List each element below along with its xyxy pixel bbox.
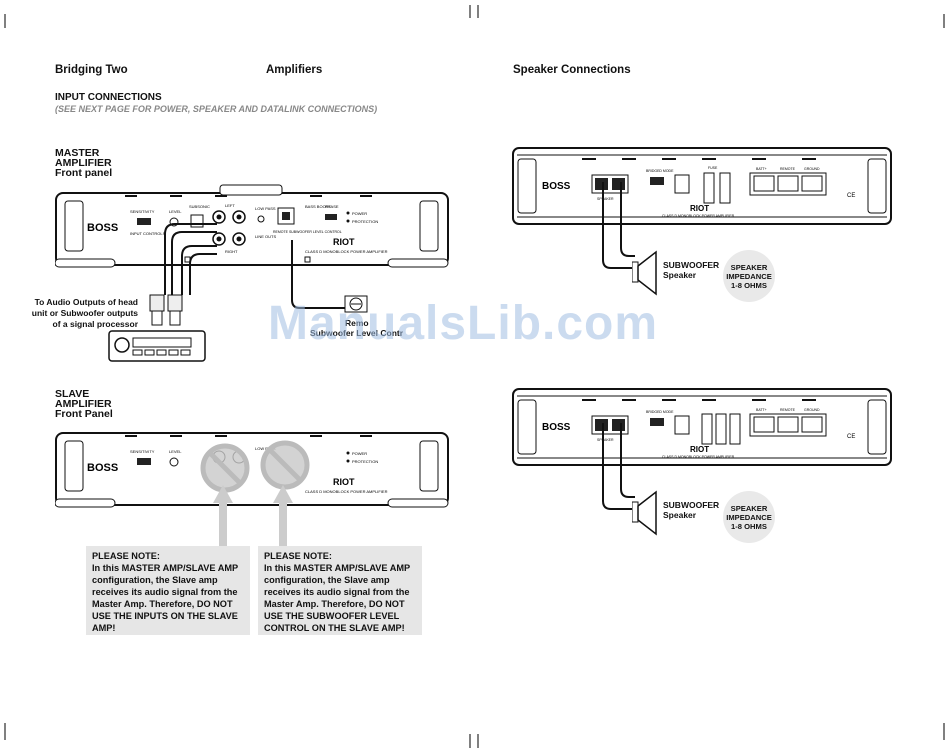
svg-text:BRIDGED MODE: BRIDGED MODE: [646, 410, 674, 414]
remote-label: Remo: [345, 318, 369, 328]
speaker-wiring-bottom: [602, 423, 635, 510]
svg-text:CLASS D MONOBLOCK POWER AMPLIF: CLASS D MONOBLOCK POWER AMPLIFIER: [305, 249, 388, 254]
svg-text:CE: CE: [847, 193, 855, 199]
head-unit: [108, 330, 206, 362]
svg-text:CLASS D MONOBLOCK POWER AMPLIF: CLASS D MONOBLOCK POWER AMPLIFIER: [305, 489, 388, 494]
svg-text:BATT+: BATT+: [756, 167, 767, 171]
svg-text:RIOT: RIOT: [690, 204, 709, 213]
svg-text:LINE OUTS: LINE OUTS: [255, 234, 276, 239]
title-amplifiers: Amplifiers: [266, 64, 323, 76]
svg-text:LEFT: LEFT: [225, 203, 235, 208]
note-slave-level-control: PLEASE NOTE:In this MASTER AMP/SLAVE AMP…: [258, 546, 422, 635]
title-speaker-connections: Speaker Connections: [513, 64, 631, 76]
svg-text:SENSITIVITY: SENSITIVITY: [130, 449, 155, 454]
svg-text:RIOT: RIOT: [333, 477, 355, 487]
svg-text:BASS BOOST: BASS BOOST: [305, 204, 331, 209]
svg-text:BOSS: BOSS: [87, 462, 118, 474]
title-bridging: Bridging Two: [55, 64, 128, 76]
svg-text:LOW PASS: LOW PASS: [255, 206, 276, 211]
speaker-amp-top: BOSS SPEAKER BRIDGED MODE FUSE RIOT CLAS…: [512, 147, 892, 225]
watermark-text: ManualsLib.com: [268, 297, 659, 350]
see-next-page-note: (SEE NEXT PAGE FOR POWER, SPEAKER AND DA…: [55, 104, 378, 114]
svg-text:PROTECTION: PROTECTION: [352, 219, 378, 224]
svg-text:RIOT: RIOT: [690, 445, 709, 454]
remote-sub-level-label: Subwoofer Level Contr: [310, 328, 404, 338]
svg-text:SPEAKER: SPEAKER: [597, 197, 614, 201]
no-remote-level-icon: [260, 440, 310, 490]
svg-text:LEVEL: LEVEL: [169, 209, 182, 214]
slave-amp-panel: BOSS SENSITIVITY LEVEL LOW PASS POWER PR…: [55, 432, 449, 508]
svg-text:BOSS: BOSS: [542, 181, 571, 192]
svg-text:POWER: POWER: [352, 451, 367, 456]
svg-text:LOW PASS: LOW PASS: [255, 446, 276, 451]
svg-text:BOSS: BOSS: [542, 422, 571, 433]
subwoofer-icon-bottom: [632, 490, 657, 536]
svg-text:CLASS D MONOBLOCK POWER AMPLIF: CLASS D MONOBLOCK POWER AMPLIFIER: [662, 455, 735, 459]
speaker-amp-bottom: BOSS SPEAKER BRIDGED MODE RIOT CLASS D M…: [512, 388, 892, 466]
svg-text:BRIDGED MODE: BRIDGED MODE: [646, 169, 674, 173]
svg-text:FUSE: FUSE: [708, 166, 718, 170]
input-connections-heading: INPUT CONNECTIONS: [55, 92, 162, 103]
svg-text:LEVEL: LEVEL: [169, 449, 182, 454]
speaker-wiring-top: [602, 182, 635, 269]
subwoofer-icon-top: [632, 250, 657, 296]
master-amp-panel: BOSS SENSITIVITY INPUT CONTROLS LEVEL SU…: [55, 184, 449, 268]
note-arrows: [213, 485, 293, 550]
svg-text:CLASS D MONOBLOCK POWER AMPLIF: CLASS D MONOBLOCK POWER AMPLIFIER: [662, 214, 735, 218]
svg-text:PROTECTION: PROTECTION: [352, 459, 378, 464]
svg-text:GROUND: GROUND: [804, 408, 820, 412]
svg-text:CE: CE: [847, 434, 855, 440]
model-logo: RIOT: [333, 237, 355, 247]
svg-text:REMOTE: REMOTE: [780, 167, 796, 171]
svg-text:SPEAKER: SPEAKER: [597, 438, 614, 442]
svg-text:POWER: POWER: [352, 211, 367, 216]
svg-text:PHASE: PHASE: [325, 204, 339, 209]
master-wiring: [149, 223, 368, 326]
no-inputs-icon: [200, 443, 250, 493]
svg-text:REMOTE: REMOTE: [780, 408, 796, 412]
svg-text:REMOTE SUBWOOFER LEVEL CONTROL: REMOTE SUBWOOFER LEVEL CONTROL: [273, 230, 342, 234]
svg-text:BATT+: BATT+: [756, 408, 767, 412]
svg-text:SUBSONIC: SUBSONIC: [189, 204, 210, 209]
brand-logo: BOSS: [87, 222, 118, 234]
note-slave-inputs: PLEASE NOTE:In this MASTER AMP/SLAVE AMP…: [86, 546, 250, 635]
svg-text:INPUT CONTROLS: INPUT CONTROLS: [130, 231, 166, 236]
svg-text:SENSITIVITY: SENSITIVITY: [130, 209, 155, 214]
svg-text:GROUND: GROUND: [804, 167, 820, 171]
svg-text:RIGHT: RIGHT: [225, 249, 238, 254]
